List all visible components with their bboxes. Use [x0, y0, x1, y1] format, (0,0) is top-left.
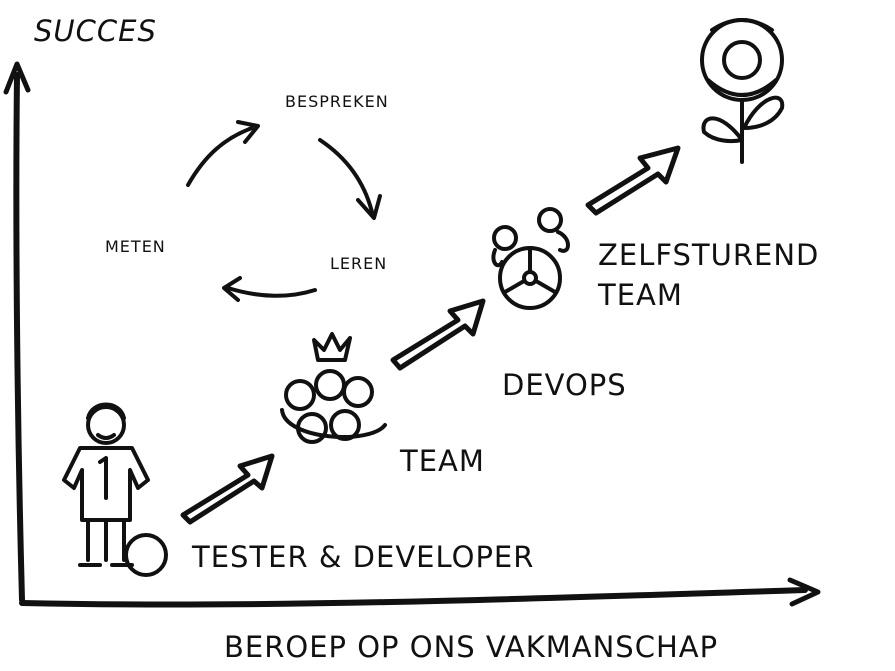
stage-team: TEAM [400, 444, 485, 478]
stage-tester-developer: TESTER & DEVELOPER [192, 540, 535, 574]
y-axis [3, 61, 31, 603]
cycle-arrows [186, 120, 382, 302]
x-axis [19, 577, 821, 608]
flower-icon [700, 18, 785, 164]
stage-zelfsturend: ZELFSTUREND [598, 238, 820, 272]
tester-figure-icon [62, 402, 168, 577]
stage-devops: DEVOPS [502, 368, 627, 402]
cycle-step-bespreken: BESPREKEN [285, 92, 389, 111]
progress-arrows [180, 145, 681, 525]
team-figure-icon [280, 332, 387, 444]
stage-zelfsturend-team: TEAM [598, 278, 683, 312]
devops-figure-icon [491, 207, 570, 310]
cycle-step-leren: LEREN [330, 254, 388, 273]
cycle-step-meten: METEN [105, 237, 166, 256]
x-axis-label: BEROEP OP ONS VAKMANSCHAP [224, 630, 719, 664]
y-axis-label: SUCCES [34, 14, 157, 48]
